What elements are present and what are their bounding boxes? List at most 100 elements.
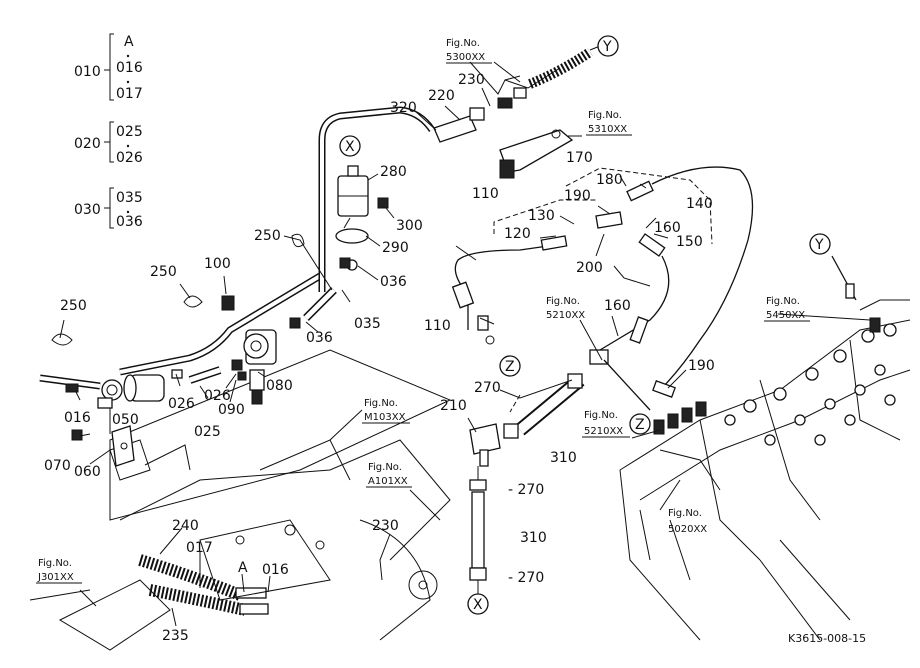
figref-5210a-num: 5210XX (546, 310, 585, 321)
callout-270-top: 270 (474, 380, 501, 396)
injector-nozzles (653, 255, 881, 435)
callout-250-top: 250 (254, 228, 281, 244)
figref-5310-num: 5310XX (588, 124, 627, 135)
figref-5210b-title: Fig.No. (584, 410, 618, 421)
fuel-filter-280 (335, 165, 389, 271)
marker-Z-right: Z (635, 417, 645, 433)
callout-036-top: 036 (380, 274, 407, 290)
legend-group-010: 010 A 016 017 (74, 33, 143, 102)
callout-220: 220 (428, 88, 455, 104)
engine-bolts (724, 323, 897, 446)
callout-080: 080 (266, 378, 293, 394)
marker-X-bottom: X (473, 597, 483, 613)
callout-300: 300 (396, 218, 423, 234)
callout-130: 130 (528, 208, 555, 224)
callout-120: 120 (504, 226, 531, 242)
callout-150: 150 (676, 234, 703, 250)
figref-M103-title: Fig.No. (364, 398, 398, 409)
callout-240: 240 (172, 518, 199, 534)
legend-code-020: 020 (74, 136, 101, 152)
callout-160-top: 160 (654, 220, 681, 236)
figref-5300-num: 5300XX (446, 52, 485, 63)
fuel-pipe-main (19, 106, 435, 583)
engine-block (619, 255, 911, 641)
legend-item-017: 017 (116, 86, 143, 102)
bracket-060 (71, 425, 135, 467)
figref-J301-title: Fig.No. (38, 558, 72, 569)
callout-200: 200 (576, 260, 603, 276)
figref-5020-num: 5020XX (668, 524, 707, 535)
figref-A101-title: Fig.No. (368, 462, 402, 473)
callout-230-top: 230 (458, 72, 485, 88)
callout-210: 210 (440, 398, 467, 414)
fig-refs: Fig.No. 5300XX Fig.No. 5310XX Fig.No. 52… (36, 38, 810, 584)
callout-060: 060 (74, 464, 101, 480)
callout-050: 050 (112, 412, 139, 428)
figref-5210a-title: Fig.No. (546, 296, 580, 307)
figref-5450-num: 5450XX (766, 310, 805, 321)
legend-item-025: 025 (116, 124, 143, 140)
callout-250-left: 250 (60, 298, 87, 314)
callout-110-top: 110 (472, 186, 499, 202)
callout-290: 290 (382, 240, 409, 256)
figref-5310-title: Fig.No. (588, 110, 622, 121)
callout-190-top: 190 (564, 188, 591, 204)
return-hose-310 (469, 373, 585, 596)
leader-lines (59, 45, 871, 627)
callout-070: 070 (44, 458, 71, 474)
callout-035: 035 (354, 316, 381, 332)
callout-017: 017 (186, 540, 213, 556)
callout-036-mid: 036 (306, 330, 333, 346)
callout-170: 170 (566, 150, 593, 166)
marker-Z-left: Z (505, 359, 515, 375)
legend-item-036: 036 (116, 214, 143, 230)
callout-180: 180 (596, 172, 623, 188)
markers: Y Y X X Z Z (339, 35, 831, 615)
marker-Y-top: Y (602, 39, 612, 55)
legend-item-A: A (124, 34, 134, 50)
figref-M103-num: M103XX (364, 412, 406, 423)
legend-code-010: 010 (74, 64, 101, 80)
callout-026-right: 026 (204, 388, 231, 404)
callout-026-left: 026 (168, 396, 195, 412)
group-outlines (493, 167, 713, 245)
callout-A: A (238, 560, 248, 576)
callout-160-mid: 160 (604, 298, 631, 314)
callout-270-bottom: - 270 (508, 570, 544, 586)
legend-item-026: 026 (116, 150, 143, 166)
legend-group-020: 020 025 026 (74, 121, 143, 166)
callouts: 320 220 230 280 300 290 036 250 250 250 … (44, 72, 715, 644)
clip-250s (51, 233, 305, 346)
legend-item-016: 016 (116, 60, 143, 76)
callout-016-bottom: 016 (262, 562, 289, 578)
legend-code-030: 030 (74, 202, 101, 218)
callout-270-mid: - 270 (508, 482, 544, 498)
callout-310-right: 310 (550, 450, 577, 466)
fuel-pump-080 (221, 295, 277, 405)
figref-5210b-num: 5210XX (584, 426, 623, 437)
callout-140: 140 (686, 196, 713, 212)
callout-190-right: 190 (688, 358, 715, 374)
callout-016-left: 016 (64, 410, 91, 426)
injection-parts-top (433, 47, 593, 179)
figref-5300-title: Fig.No. (446, 38, 480, 49)
callout-310-bottom: 310 (520, 530, 547, 546)
frame-outline (29, 349, 452, 651)
legend-group-030: 030 035 036 (74, 187, 143, 230)
callout-280: 280 (380, 164, 407, 180)
figref-5450-title: Fig.No. (766, 296, 800, 307)
hose-235 (138, 554, 269, 616)
drawing-id: K3615-008-15 (788, 632, 866, 645)
callout-100: 100 (204, 256, 231, 272)
callout-230-bottom: 230 (372, 518, 399, 534)
fittings-left (65, 257, 351, 409)
callout-250-mid: 250 (150, 264, 177, 280)
legend-item-035: 035 (116, 190, 143, 206)
marker-Y-right: Y (814, 237, 824, 253)
figref-5020-title: Fig.No. (668, 508, 702, 519)
callout-090: 090 (218, 402, 245, 418)
callout-110-left: 110 (424, 318, 451, 334)
marker-X-top: X (345, 139, 355, 155)
figref-A101-num: A101XX (368, 476, 408, 487)
